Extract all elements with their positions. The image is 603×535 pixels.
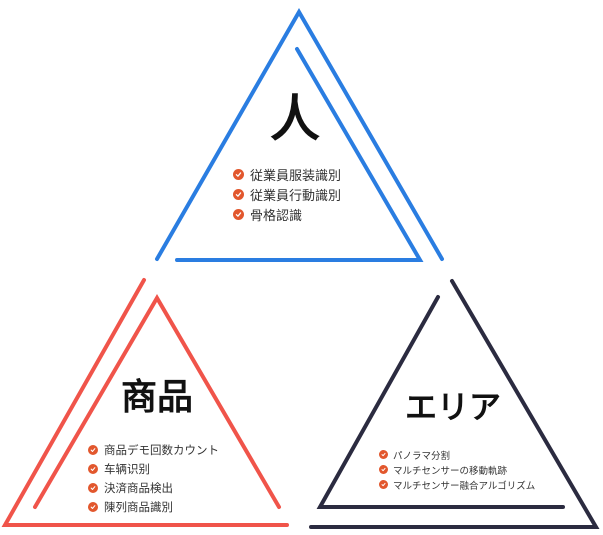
product-triangle (1, 278, 289, 527)
product-item-label: 陳列商品識別 (104, 499, 173, 514)
check-circle-icon (88, 482, 98, 493)
area-item-label: パノラマ分割 (393, 450, 451, 462)
person-item-label: 従業員服装識別 (250, 168, 342, 184)
check-circle-icon (233, 188, 244, 200)
check-circle-icon (379, 465, 388, 474)
product-item-label: 決済商品検出 (104, 480, 173, 495)
check-circle-icon (233, 168, 244, 180)
check-circle-icon (379, 480, 388, 489)
list-item: 従業員行動識別 (233, 184, 341, 204)
list-item: マルチセンサーの移動軌跡 (379, 462, 535, 477)
person-triangle (155, 7, 444, 262)
check-circle-icon (379, 450, 388, 459)
check-circle-icon (88, 444, 98, 455)
area-feature-list: パノラマ分割 マルチセンサーの移動軌跡 マルチセンサー融合アルゴリズム (379, 447, 535, 492)
person-feature-list: 従業員服装識別 従業員行動識別 骨格認識 (233, 164, 341, 224)
area-item-label: マルチセンサー融合アルゴリズム (393, 480, 536, 492)
list-item: 陳列商品識別 (88, 497, 219, 516)
person-triangle-inner-line (175, 47, 424, 262)
product-title: 商品 (121, 377, 194, 418)
area-triangle (309, 279, 600, 529)
person-item-label: 従業員行動識別 (250, 188, 342, 204)
product-triangle-inner-line (33, 294, 281, 509)
product-item-label: 商品デモ回数カウント (104, 442, 219, 457)
list-item: マルチセンサー融合アルゴリズム (379, 477, 535, 492)
person-triangle-outline (155, 7, 444, 261)
list-item: 车辆识别 (88, 459, 219, 478)
list-item: 商品デモ回数カウント (88, 440, 219, 459)
check-circle-icon (233, 208, 244, 220)
person-item-label: 骨格認識 (250, 208, 303, 224)
check-circle-icon (88, 463, 98, 474)
area-triangle-outline (309, 279, 600, 529)
check-circle-icon (88, 501, 98, 512)
list-item: 決済商品検出 (88, 478, 219, 497)
area-title: エリア (405, 388, 502, 426)
area-triangle-inner-line (316, 295, 565, 509)
list-item: 骨格認識 (233, 204, 341, 224)
list-item: パノラマ分割 (379, 447, 535, 462)
product-feature-list: 商品デモ回数カウント 车辆识别 決済商品検出 陳列商品識別 (88, 440, 219, 516)
person-title: 人 (270, 90, 320, 148)
product-item-label: 车辆识别 (104, 461, 150, 476)
area-item-label: マルチセンサーの移動軌跡 (393, 465, 508, 477)
list-item: 従業員服装識別 (233, 164, 341, 184)
product-triangle-outline (1, 278, 289, 527)
